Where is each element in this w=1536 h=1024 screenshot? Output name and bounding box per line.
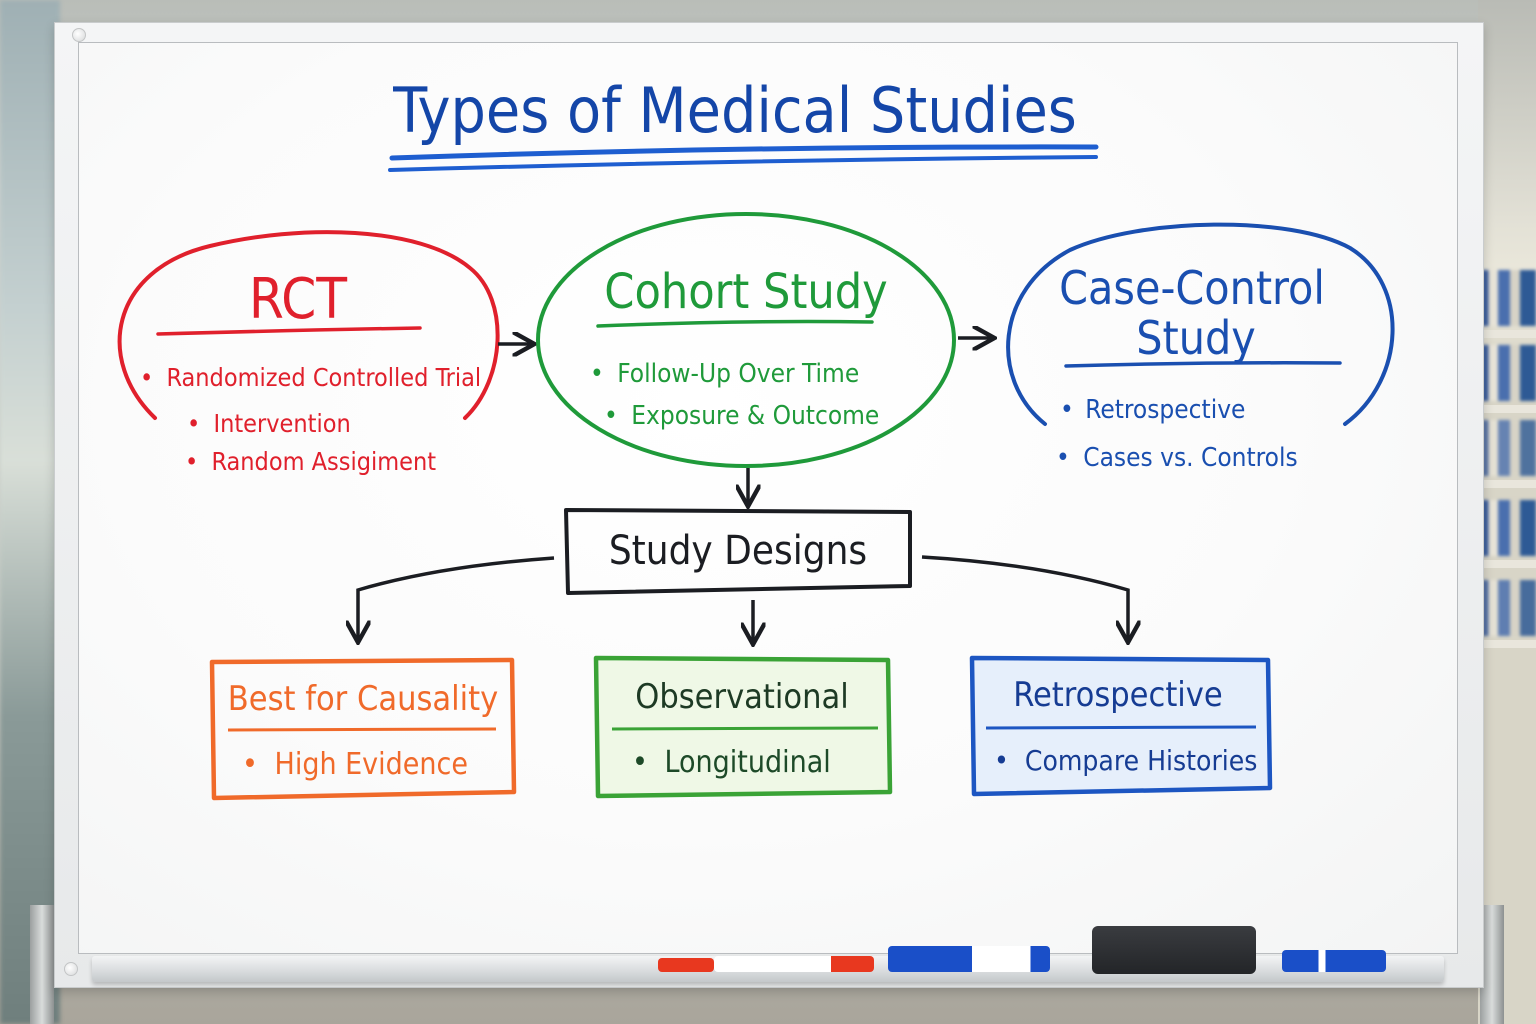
background-blur-left	[0, 0, 60, 1024]
svg-text:• Compare Histories: • Compare Histories	[994, 744, 1257, 777]
bullet: •	[994, 744, 1009, 777]
svg-text:• Randomized Controlled: • Randomized Controlled Trial	[140, 363, 481, 392]
bullet: •	[590, 359, 604, 389]
svg-text:• Cases vs. Controls: • Cases vs. Controls	[1056, 443, 1298, 473]
bookshelf-shelf	[1480, 560, 1536, 568]
bullet: •	[1060, 395, 1074, 425]
bullet: •	[632, 745, 648, 780]
title-underline	[388, 155, 1098, 172]
bookshelf-shelf	[1480, 480, 1536, 488]
bookshelf-books	[1482, 580, 1536, 636]
observational-bullet: Longitudinal	[665, 745, 831, 780]
best-for-causality-heading: Best for Causality	[228, 679, 498, 719]
bullet: •	[242, 747, 258, 782]
best-for-causality-box	[209, 657, 517, 801]
study-designs-label: Study Designs	[609, 528, 867, 574]
frame-screw	[72, 28, 86, 42]
observational-box	[593, 655, 893, 799]
svg-text:• Follow-Up Over Time: • Follow-Up Over Time	[590, 359, 859, 389]
case-control-heading-2: Study	[1136, 311, 1256, 365]
node-rct: RCT • Randomized Controlled Trial • Inte…	[117, 230, 500, 476]
cohort-underline	[596, 319, 874, 328]
case-control-heading-1: Case-Control	[1059, 261, 1325, 315]
frame-screw	[64, 962, 78, 976]
retrospective-heading: Retrospective	[1013, 675, 1222, 715]
rct-bullet-3: Random Assigiment	[211, 447, 436, 476]
bullet: •	[185, 447, 198, 476]
case-control-underline	[1064, 361, 1342, 368]
whiteboard-eraser[interactable]	[1092, 926, 1256, 974]
node-observational: Observational • Longitudinal	[593, 655, 893, 799]
title-text: Types of Medical Studies	[392, 74, 1077, 147]
bullet: •	[1056, 443, 1070, 473]
board-stand-left	[30, 905, 54, 1024]
arrow-to-best-for-causality	[358, 556, 555, 640]
cohort-bullet-1: Follow-Up Over Time	[617, 359, 859, 389]
svg-text:• Random Assigiment: • Random Assigiment	[185, 447, 436, 476]
rct-oval	[117, 230, 500, 420]
bullet: •	[140, 363, 153, 392]
observational-divider	[611, 726, 879, 731]
case-control-bullet-1: Retrospective	[1085, 395, 1245, 425]
blue-marker[interactable]	[1282, 950, 1386, 972]
whiteboard-surface	[78, 42, 1458, 954]
cohort-heading: Cohort Study	[604, 264, 887, 320]
svg-text:• Retrospective: • Retrospective	[1060, 395, 1245, 425]
bookshelf-shelf	[1480, 405, 1536, 413]
board-stand-right	[1480, 905, 1504, 1024]
best-for-causality-bullet: High Evidence	[275, 747, 468, 782]
cohort-oval	[536, 212, 956, 468]
bookshelf-books	[1482, 345, 1536, 401]
node-study-designs: Study Designs	[564, 508, 912, 595]
node-best-for-causality: Best for Causality • High Evidence	[209, 657, 517, 801]
bookshelf-books	[1482, 500, 1536, 556]
bookshelf-shelf	[1480, 330, 1536, 338]
red-marker[interactable]	[714, 956, 874, 972]
cohort-bullet-2: Exposure & Outcome	[631, 401, 879, 431]
svg-text:• Longitudinal: • Longitudinal	[632, 745, 831, 780]
bullet: •	[604, 401, 618, 431]
retrospective-bullet: Compare Histories	[1025, 744, 1258, 777]
arrow-to-retrospective	[921, 555, 1128, 640]
observational-heading: Observational	[635, 677, 849, 717]
rct-bullet-1: Randomized Controlled Trial	[166, 363, 481, 392]
node-case-control: Case-Control Study • Retrospective • Cas…	[1006, 222, 1395, 473]
node-retrospective: Retrospective • Compare Histories	[969, 655, 1273, 797]
rct-underline	[156, 326, 422, 336]
bullet: •	[187, 409, 200, 438]
case-control-bullet-2: Cases vs. Controls	[1083, 443, 1297, 473]
rct-bullet-2: Intervention	[213, 409, 350, 438]
retrospective-divider	[985, 725, 1257, 730]
svg-text:• High Evidence: • High Evidence	[242, 747, 468, 782]
case-control-oval	[1006, 222, 1395, 426]
rct-heading: RCT	[249, 267, 347, 332]
bookshelf-books	[1482, 270, 1536, 326]
bookshelf-shelf	[1480, 640, 1536, 648]
best-for-causality-divider	[227, 727, 497, 732]
board-title: Types of Medical Studies	[388, 74, 1099, 172]
study-designs-box	[564, 508, 912, 595]
bookshelf-books	[1482, 420, 1536, 476]
svg-text:• Intervention: • Intervention	[187, 409, 351, 438]
node-cohort: Cohort Study • Follow-Up Over Time • Exp…	[536, 212, 956, 468]
svg-text:• Exposure & Outcome: • Exposure & Outcome	[604, 401, 879, 431]
title-underline	[389, 144, 1099, 161]
red-marker-cap[interactable]	[658, 958, 714, 972]
blue-marker[interactable]	[888, 946, 1050, 972]
